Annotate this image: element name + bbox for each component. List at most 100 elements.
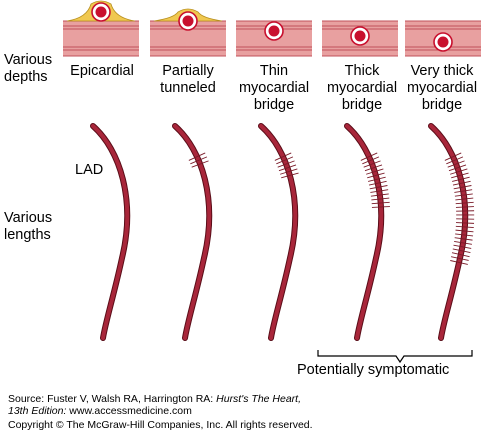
col1-line3: tunneled (160, 80, 216, 96)
bridge-hatch (447, 160, 465, 168)
column-label-partially-tunneled: Partially tunneled (148, 63, 228, 114)
bridge-hatch (368, 180, 387, 186)
cross-section-thin (236, 20, 312, 57)
cross-section-epicardial (63, 0, 139, 57)
bridge-hatch (446, 156, 464, 165)
artery-4 (428, 123, 475, 341)
artery-body (173, 124, 212, 340)
bridge-hatch (455, 201, 474, 205)
bridge-hatch (363, 160, 381, 168)
bridge-hatch (191, 160, 209, 168)
bridge-hatch (371, 201, 390, 205)
depths-label-line1: Various (4, 52, 53, 68)
bridge-hatch (451, 172, 469, 179)
vessel-lumen (182, 15, 194, 27)
source-edition: 13th Edition: (8, 405, 67, 417)
source-citation-line2: 13th Edition: www.accessmedicine.com (8, 405, 192, 417)
bracket-line (317, 350, 473, 364)
column-label-very-thick-bridge: Very thick myocardial bridge (400, 63, 481, 114)
depths-label: Various depths (4, 52, 52, 86)
col4-line1: Very thick (410, 63, 474, 79)
bridge-hatch (454, 193, 473, 197)
bridge-hatch (453, 185, 472, 190)
lengths-label-line1: Various (4, 210, 53, 226)
bridge-hatch (280, 168, 298, 175)
bridge-hatch (188, 152, 206, 161)
myocardium-cross-sections (63, 0, 481, 57)
artery-body (429, 124, 468, 340)
lengths-label-line2: lengths (4, 227, 51, 243)
symptomatic-bracket (317, 350, 473, 364)
bridge-hatch (367, 172, 385, 179)
bridge-hatch (366, 168, 384, 175)
bridge-hatch (456, 222, 475, 224)
bridge-hatch (362, 156, 380, 165)
potentially-symptomatic-label: Potentially symptomatic (297, 362, 450, 378)
col1-line2: Partially (162, 63, 214, 79)
col3-line2: myocardial (326, 80, 398, 96)
vessel-lumen (354, 30, 366, 42)
artery-2 (258, 123, 299, 341)
bridge-hatch (452, 176, 470, 182)
bridge-hatch (454, 237, 473, 241)
source-prefix: Source: Fuster V, Walsh RA, Harrington R… (8, 393, 217, 405)
artery-body (345, 124, 384, 340)
bridge-hatch (369, 185, 388, 190)
artery-body (259, 124, 298, 340)
col3-line1: Thick (344, 63, 380, 79)
vessel-lumen (437, 36, 449, 48)
bridge-hatch (444, 152, 462, 161)
bridge-hatch (455, 197, 474, 201)
bridge-hatch (455, 233, 474, 237)
bridge-hatch (276, 156, 294, 165)
bridge-hatch (370, 189, 389, 193)
bridge-hatch (371, 197, 390, 201)
col2-line2: myocardial (238, 80, 310, 96)
column-label-thin-bridge: Thin myocardial bridge (232, 63, 316, 114)
cross-section-very-thick (405, 20, 481, 57)
bridge-hatch (452, 248, 471, 253)
bridge-hatch (454, 240, 472, 245)
lengths-label: Various lengths (4, 210, 52, 244)
bridge-hatch (451, 252, 470, 258)
bridge-hatch (274, 152, 292, 161)
bridge-hatch (450, 168, 468, 175)
cross-section-thick (322, 20, 398, 57)
lad-artery-curves (90, 123, 475, 341)
bridge-hatch (455, 229, 474, 233)
bridge-hatch (371, 206, 390, 208)
depths-label-line2: depths (4, 69, 48, 85)
artery-body (91, 124, 130, 340)
bridge-hatch (448, 164, 467, 172)
bridge-hatch (452, 180, 471, 186)
copyright: Copyright © The McGraw-Hill Companies, I… (8, 419, 313, 431)
bridge-hatch (360, 152, 378, 161)
bridge-hatch (450, 256, 469, 261)
bridge-hatch (453, 244, 472, 249)
bridge-hatch (278, 164, 297, 172)
col4-line3: bridge (421, 97, 463, 113)
bridge-hatch (364, 164, 383, 172)
column-label-thick-bridge: Thick myocardial bridge (320, 63, 404, 114)
col3-line3: bridge (341, 97, 383, 113)
col2-line3: bridge (253, 97, 295, 113)
bridge-hatch (455, 206, 474, 208)
bridge-hatch (190, 156, 208, 165)
vessel-lumen (268, 25, 280, 37)
source-title: Hurst's The Heart, (216, 393, 302, 405)
bridge-hatch (454, 189, 473, 193)
cross-section-partial (150, 8, 226, 57)
bridge-hatch (450, 260, 468, 265)
source-url: www.accessmedicine.com (66, 405, 192, 417)
lad-label: LAD (75, 162, 104, 178)
bridge-hatch (455, 225, 474, 229)
column-label-epicardial: Epicardial (62, 63, 142, 80)
bridge-hatch (368, 176, 386, 182)
artery-0 (90, 123, 131, 341)
bridge-hatch (281, 172, 299, 179)
bridge-hatch (370, 193, 389, 197)
col2-line1: Thin (259, 63, 289, 79)
artery-1 (172, 123, 213, 341)
col4-line2: myocardial (406, 80, 478, 96)
